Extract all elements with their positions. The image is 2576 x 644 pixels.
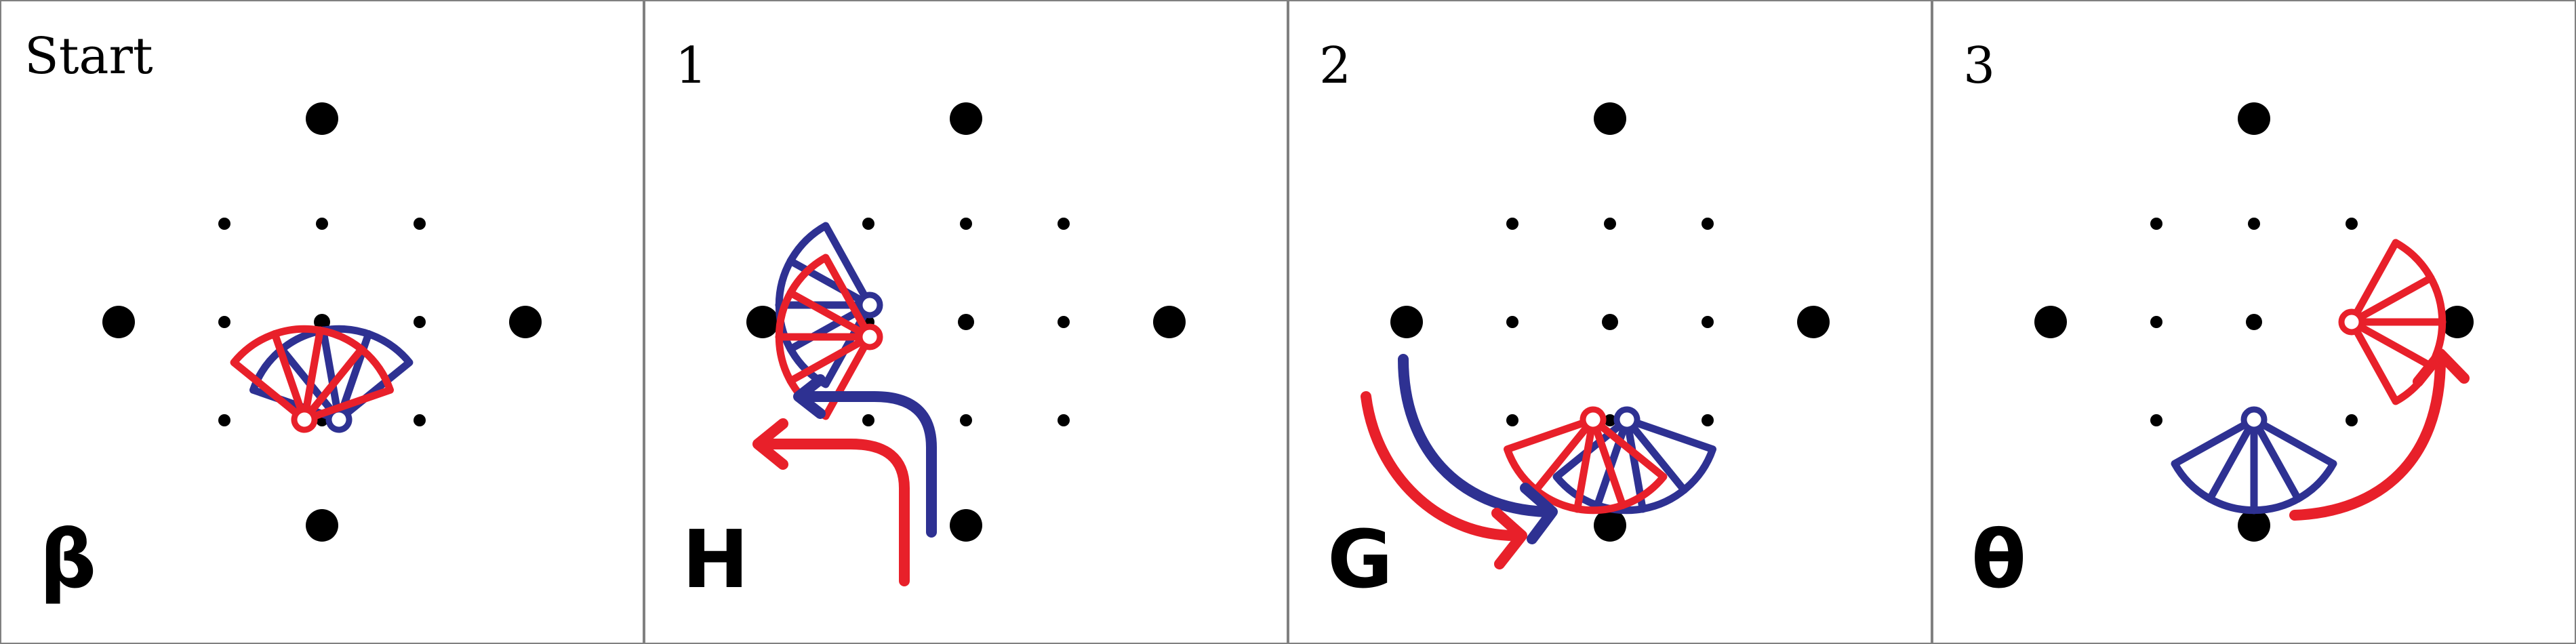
move-code: β	[39, 512, 96, 606]
panel-label: 1	[675, 37, 707, 95]
panel-3: 3 θ	[1931, 0, 2576, 644]
panel-1: 1 H	[643, 0, 1289, 644]
panel-label: Start	[24, 27, 153, 85]
move-code: θ	[1971, 512, 2026, 606]
red-move-arrow	[752, 418, 910, 586]
blue-move-arrow	[1398, 354, 1558, 544]
red-move-arrow	[2289, 348, 2470, 521]
blue-move-arrow	[793, 374, 937, 538]
panel-label: 3	[1963, 37, 1995, 95]
panel-label: 2	[1319, 37, 1351, 95]
move-code: G	[1327, 512, 1393, 606]
red-move-arrow	[1361, 391, 1527, 569]
move-code: H	[682, 512, 749, 606]
panel-start: Start β	[0, 0, 645, 644]
panel-2: 2 G	[1287, 0, 1933, 644]
